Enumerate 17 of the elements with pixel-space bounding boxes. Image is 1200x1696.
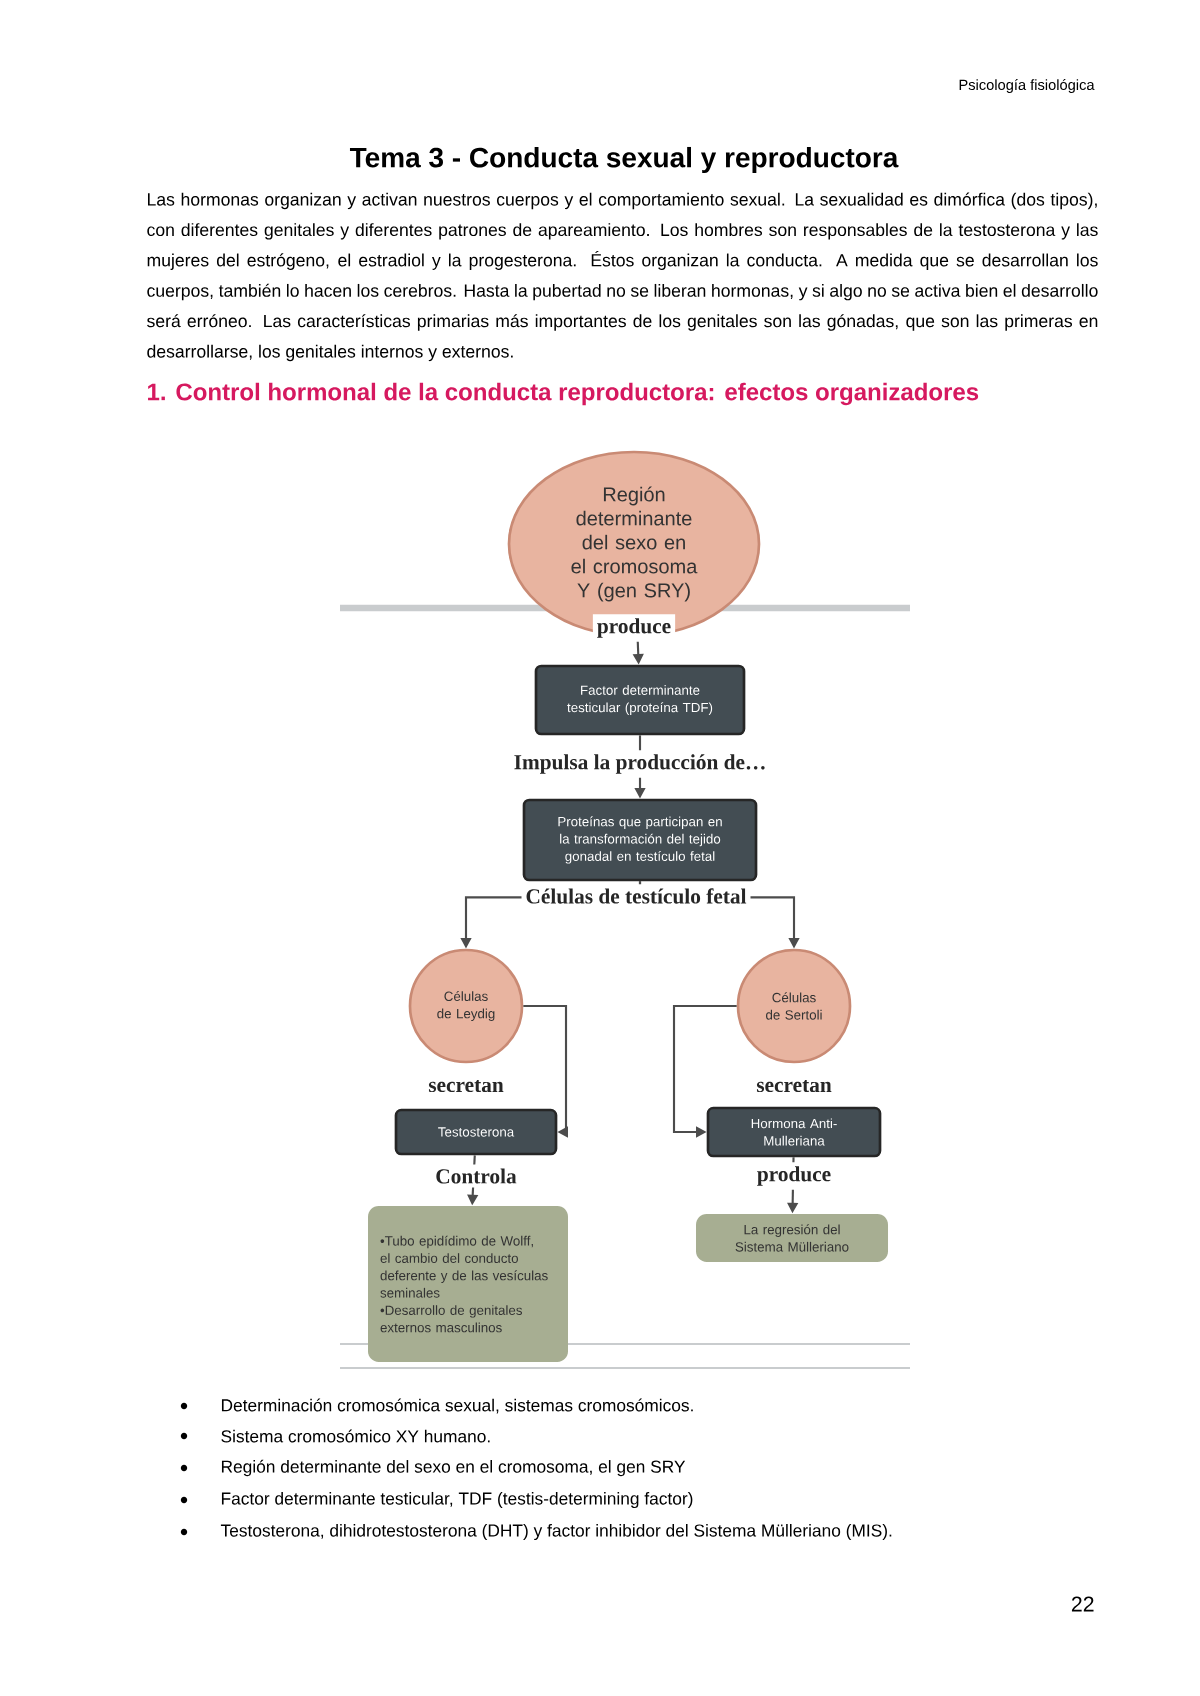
edge-label: secretan [424, 1075, 508, 1097]
section-heading: 1. Control hormonal de la conducta reproductora: efectos organizadores [148, 382, 979, 406]
bullet-item: Sistema cromosómico XY humano. [221, 1429, 490, 1443]
title: Tema 3 - Conducta sexual y reproductora [349, 146, 899, 174]
bullet-item: Determinación cromosómica sexual, sistemas cromosómicos. [221, 1398, 693, 1414]
edge-label: secretan [752, 1075, 836, 1097]
edge-label: Células de testículo fetal [521, 884, 751, 908]
edge-label: produce [592, 614, 676, 642]
paragraph: Las hormonas organizan y activan nuestros cuerpos y el comportamiento sexual. La sexualidad es dimórfica (dos tipos), con diferentes genitales y diferentes patrones de apareamiento. Los hombres son responsables de la testosterona y las mujeres del estrógeno, el estradiol y la progesterona. Éstos organizan la conducta. A medida que se desarrollan los cuerpos, también lo hacen los cerebros. Hasta la pubertad no se liberan hormonas, y si algo no se activa bien el desarrollo será erróneo. Las características primarias más importantes de los genitales son las gónadas, que son las primeras en desarrollarse, los genitales internos y externos. [147, 192, 1098, 362]
bullet-item: Factor determinante testicular, TDF (testis-determining factor) [221, 1491, 693, 1509]
bullet-item: Región determinante del sexo en el cromosoma, el gen SRY [221, 1459, 686, 1477]
page-number: 22 [1071, 1596, 1094, 1612]
bullet-item: Testosterona, dihidrotestosterona (DHT) y factor inhibidor del Sistema Mülleriano (MIS). [220, 1523, 892, 1541]
edge-label: produce [752, 1162, 836, 1190]
arrow [523, 1004, 569, 1138]
edge-label: Impulsa la producción de… [509, 750, 771, 778]
edge-label: Controla [431, 1164, 521, 1188]
